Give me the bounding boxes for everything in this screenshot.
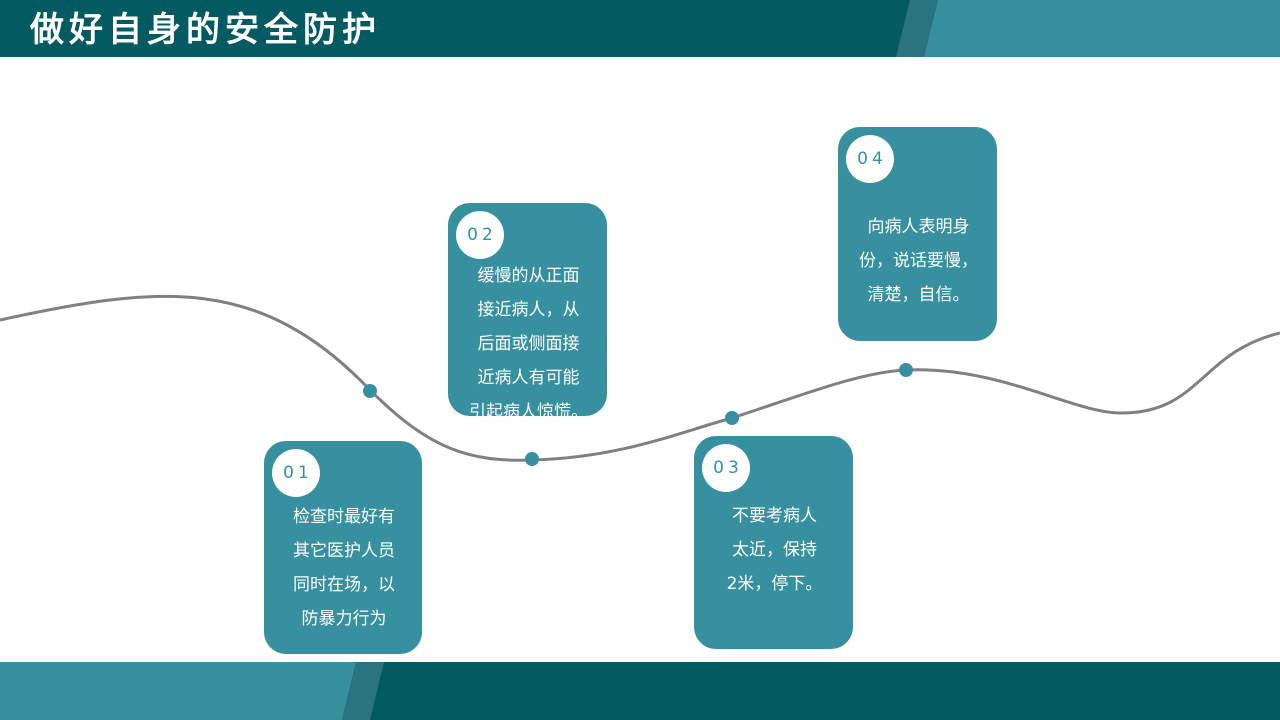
timeline-curve <box>0 294 1280 462</box>
page-title: 做好自身的安全防护 <box>30 10 381 50</box>
step-number-badge: 03 <box>702 444 750 492</box>
step-number-badge: 01 <box>272 449 320 497</box>
step-number-badge: 02 <box>456 211 504 259</box>
timeline-dot-4 <box>899 363 913 377</box>
step-text: 缓慢的从正面 接近病人，从 后面或侧面接 近病人有可能 引起病人惊慌。 <box>469 266 588 422</box>
step-card-04: 04 向病人表明身 份，说话要慢， 清楚，自信。 <box>838 127 997 341</box>
footer-accent-panel <box>0 662 356 720</box>
step-text: 不要考病人 太近，保持 2米，停下。 <box>726 506 823 594</box>
step-card-01: 01 检查时最好有 其它医护人员 同时在场，以 防暴力行为 <box>264 441 422 654</box>
step-text: 检查时最好有 其它医护人员 同时在场，以 防暴力行为 <box>293 507 395 629</box>
step-card-02: 02 缓慢的从正面 接近病人，从 后面或侧面接 近病人有可能 引起病人惊慌。 <box>448 203 607 422</box>
step-number-badge: 04 <box>846 135 894 183</box>
header-accent-panel <box>924 0 1280 57</box>
timeline-dot-2 <box>525 452 539 466</box>
footer-bar <box>0 662 1280 720</box>
timeline-dot-1 <box>363 384 377 398</box>
header-bar: 做好自身的安全防护 <box>0 0 1280 57</box>
step-text: 向病人表明身 份，说话要慢， 清楚，自信。 <box>859 217 978 305</box>
timeline-dot-3 <box>725 411 739 425</box>
step-card-03: 03 不要考病人 太近，保持 2米，停下。 <box>694 436 853 649</box>
